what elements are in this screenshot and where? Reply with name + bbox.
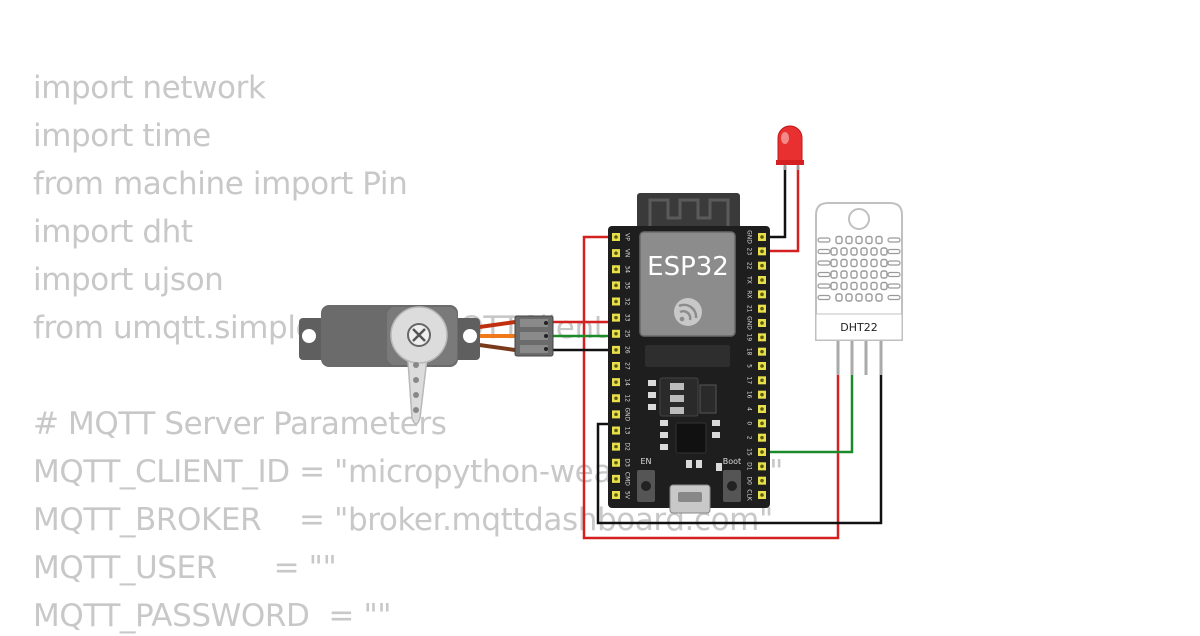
pin-label-left-16: 5V xyxy=(624,491,631,500)
pin-label-right-12: 4 xyxy=(746,407,753,411)
pin-label-right-3: TX xyxy=(746,275,753,284)
pin-label-left-7: 26 xyxy=(624,346,631,354)
pin-label-right-1: 23 xyxy=(746,248,753,256)
pin-label-right-6: GND xyxy=(746,316,753,330)
pin-label-right-8: 18 xyxy=(746,348,753,356)
antenna-trace xyxy=(648,198,730,228)
pin-label-left-4: 32 xyxy=(624,298,631,306)
pin-label-right-18: CLK xyxy=(746,489,753,502)
pin-label-left-10: 12 xyxy=(624,394,631,402)
pin-label-left-2: 34 xyxy=(624,265,631,273)
pin-label-right-7: 19 xyxy=(746,334,753,342)
pin-label-right-17: D0 xyxy=(746,476,753,485)
pin-label-left-3: 35 xyxy=(624,282,631,290)
chip-shield xyxy=(639,231,736,337)
dht22-label: DHT22 xyxy=(840,321,877,334)
lower-chip-area xyxy=(645,345,730,367)
boot-button-label: Boot xyxy=(723,457,741,466)
pin-label-right-5: 21 xyxy=(746,305,753,313)
wire-power-red[interactable] xyxy=(582,235,840,540)
esp32-board[interactable]: ESP32 EN xyxy=(608,193,770,514)
pin-label-right-13: 0 xyxy=(746,421,753,425)
pin-label-right-9: 5 xyxy=(746,364,753,368)
antenna-module xyxy=(637,193,740,235)
dht22-sensor[interactable]: DHT22 xyxy=(815,202,903,375)
pin-label-right-11: 16 xyxy=(746,391,753,399)
pin-label-left-6: 25 xyxy=(624,330,631,338)
pin-label-left-1: VN xyxy=(624,249,631,258)
wire-ground-black[interactable] xyxy=(596,372,883,525)
pin-label-left-15: CMD xyxy=(624,472,631,486)
pin-label-left-11: GND xyxy=(624,407,631,421)
pin-label-left-14: D3 xyxy=(624,459,631,468)
usb-chip xyxy=(675,422,707,454)
boot-button[interactable] xyxy=(723,470,741,502)
pin-label-right-10: 17 xyxy=(746,377,753,385)
pin-label-left-9: 14 xyxy=(624,378,631,386)
pin-label-right-15: 15 xyxy=(746,448,753,456)
pin-label-right-0: GND xyxy=(746,230,753,244)
espressif-logo-icon xyxy=(674,298,702,326)
pin-label-left-13: D2 xyxy=(624,442,631,451)
en-button-label: EN xyxy=(640,457,651,466)
servo-motor[interactable] xyxy=(299,305,554,425)
dht22-vent-grid xyxy=(817,235,901,302)
pin-label-left-12: 13 xyxy=(624,427,631,435)
wires xyxy=(553,166,883,540)
pin-label-right-14: 2 xyxy=(746,436,753,440)
en-button[interactable] xyxy=(637,470,655,502)
pin-label-right-2: 22 xyxy=(746,262,753,270)
board-label: ESP32 xyxy=(647,252,729,282)
pin-label-left-5: 33 xyxy=(624,314,631,322)
wire-led-23[interactable] xyxy=(767,166,800,253)
wire-led-gnd[interactable] xyxy=(767,166,787,239)
wire-dht-data[interactable] xyxy=(767,372,854,454)
pin-label-right-16: D1 xyxy=(746,462,753,471)
pin-label-left-0: VP xyxy=(624,233,631,241)
pin-label-right-4: RX xyxy=(746,290,753,298)
pin-label-left-8: 27 xyxy=(624,362,631,370)
red-led[interactable] xyxy=(776,125,804,170)
